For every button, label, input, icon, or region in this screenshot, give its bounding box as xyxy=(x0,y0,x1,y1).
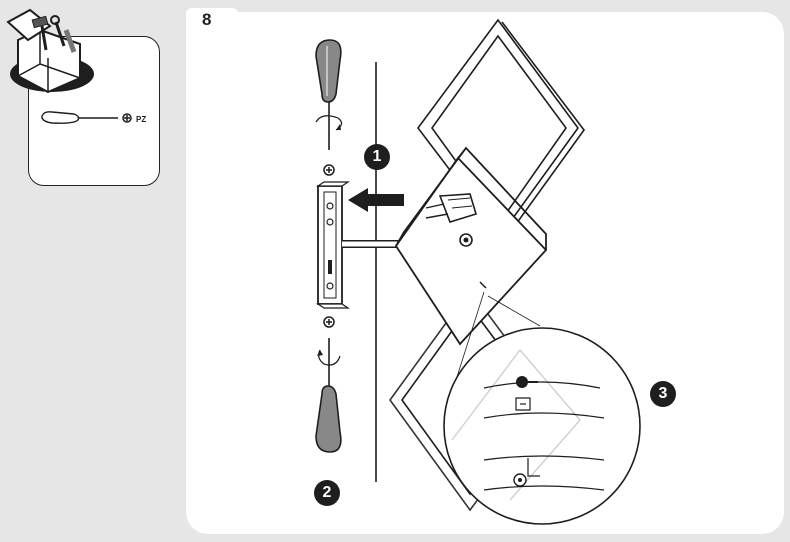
lamp-base-plate xyxy=(394,146,548,346)
screwdriver-bottom xyxy=(315,338,342,453)
callout-3: 3 xyxy=(650,381,676,407)
magnified-detail-icon xyxy=(443,291,641,525)
screwdriver-top xyxy=(315,39,342,150)
screw-head-bottom xyxy=(323,316,335,328)
callout-1: 1 xyxy=(364,144,390,170)
step-number: 8 xyxy=(202,10,212,29)
wire-connector xyxy=(425,193,477,223)
mounting-bracket xyxy=(316,181,350,309)
screw-head-top xyxy=(323,164,335,176)
callout-2: 2 xyxy=(314,480,340,506)
arrow-left-icon xyxy=(348,188,404,212)
screwdriver-type-label: PZ xyxy=(136,115,147,124)
